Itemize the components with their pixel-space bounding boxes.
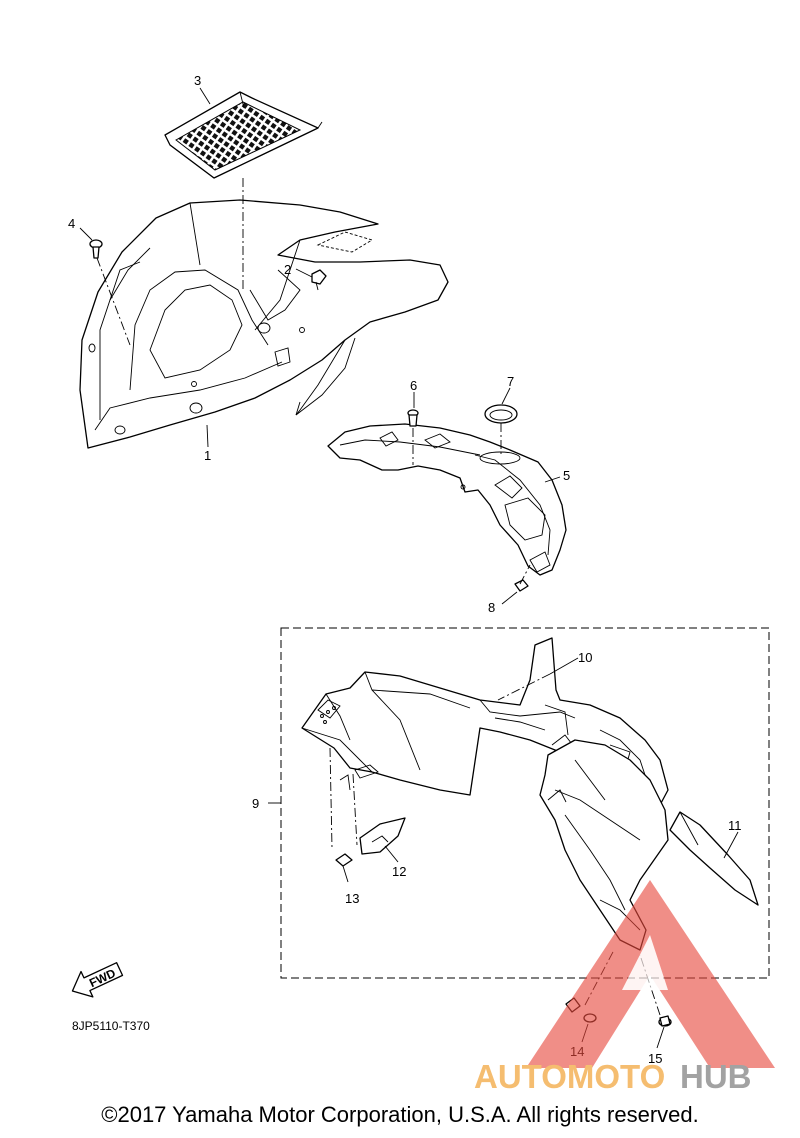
callout-4: 4 (68, 216, 75, 231)
callout-12: 12 (392, 864, 406, 879)
part-2-clip (311, 269, 327, 291)
callout-3: 3 (194, 73, 201, 88)
callout-2: 2 (284, 262, 291, 277)
part-1-front-cowl (79, 199, 449, 449)
copyright-notice: ©2017 Yamaha Motor Corporation, U.S.A. A… (101, 1102, 699, 1127)
fwd-arrow-icon: FWD (71, 962, 124, 998)
diagram-code: 8JP5110-T370 (72, 1019, 150, 1033)
callout-6: 6 (410, 378, 417, 393)
watermark-logo: AUTOMOTO HUB (474, 880, 775, 1095)
callout-5: 5 (563, 468, 570, 483)
part-15-screw (658, 1015, 672, 1027)
callout-9: 9 (252, 796, 259, 811)
callout-13: 13 (345, 891, 359, 906)
part-11-side-trim (669, 811, 759, 906)
callout-10: 10 (578, 650, 592, 665)
watermark-text-secondary: HUB (680, 1058, 752, 1095)
part-7-grommet (484, 404, 518, 424)
callout-7: 7 (507, 374, 514, 389)
part-10-side-panel (301, 637, 669, 806)
callout-11: 11 (728, 818, 742, 833)
watermark-text-primary: AUTOMOTO (474, 1058, 665, 1095)
part-12-plate (359, 817, 406, 855)
part-8-nut (514, 579, 529, 592)
fwd-label: FWD (87, 966, 118, 990)
part-10-lower-panel (539, 739, 669, 951)
callout-1: 1 (204, 448, 211, 463)
part-13-pad (335, 853, 353, 867)
part-6-bolt (407, 409, 419, 427)
callout-8: 8 (488, 600, 495, 615)
part-5-inner-panel (327, 423, 567, 576)
callout-15: 15 (648, 1051, 662, 1066)
part-4-screw (89, 239, 103, 259)
part-3-mesh-screen (164, 91, 323, 179)
